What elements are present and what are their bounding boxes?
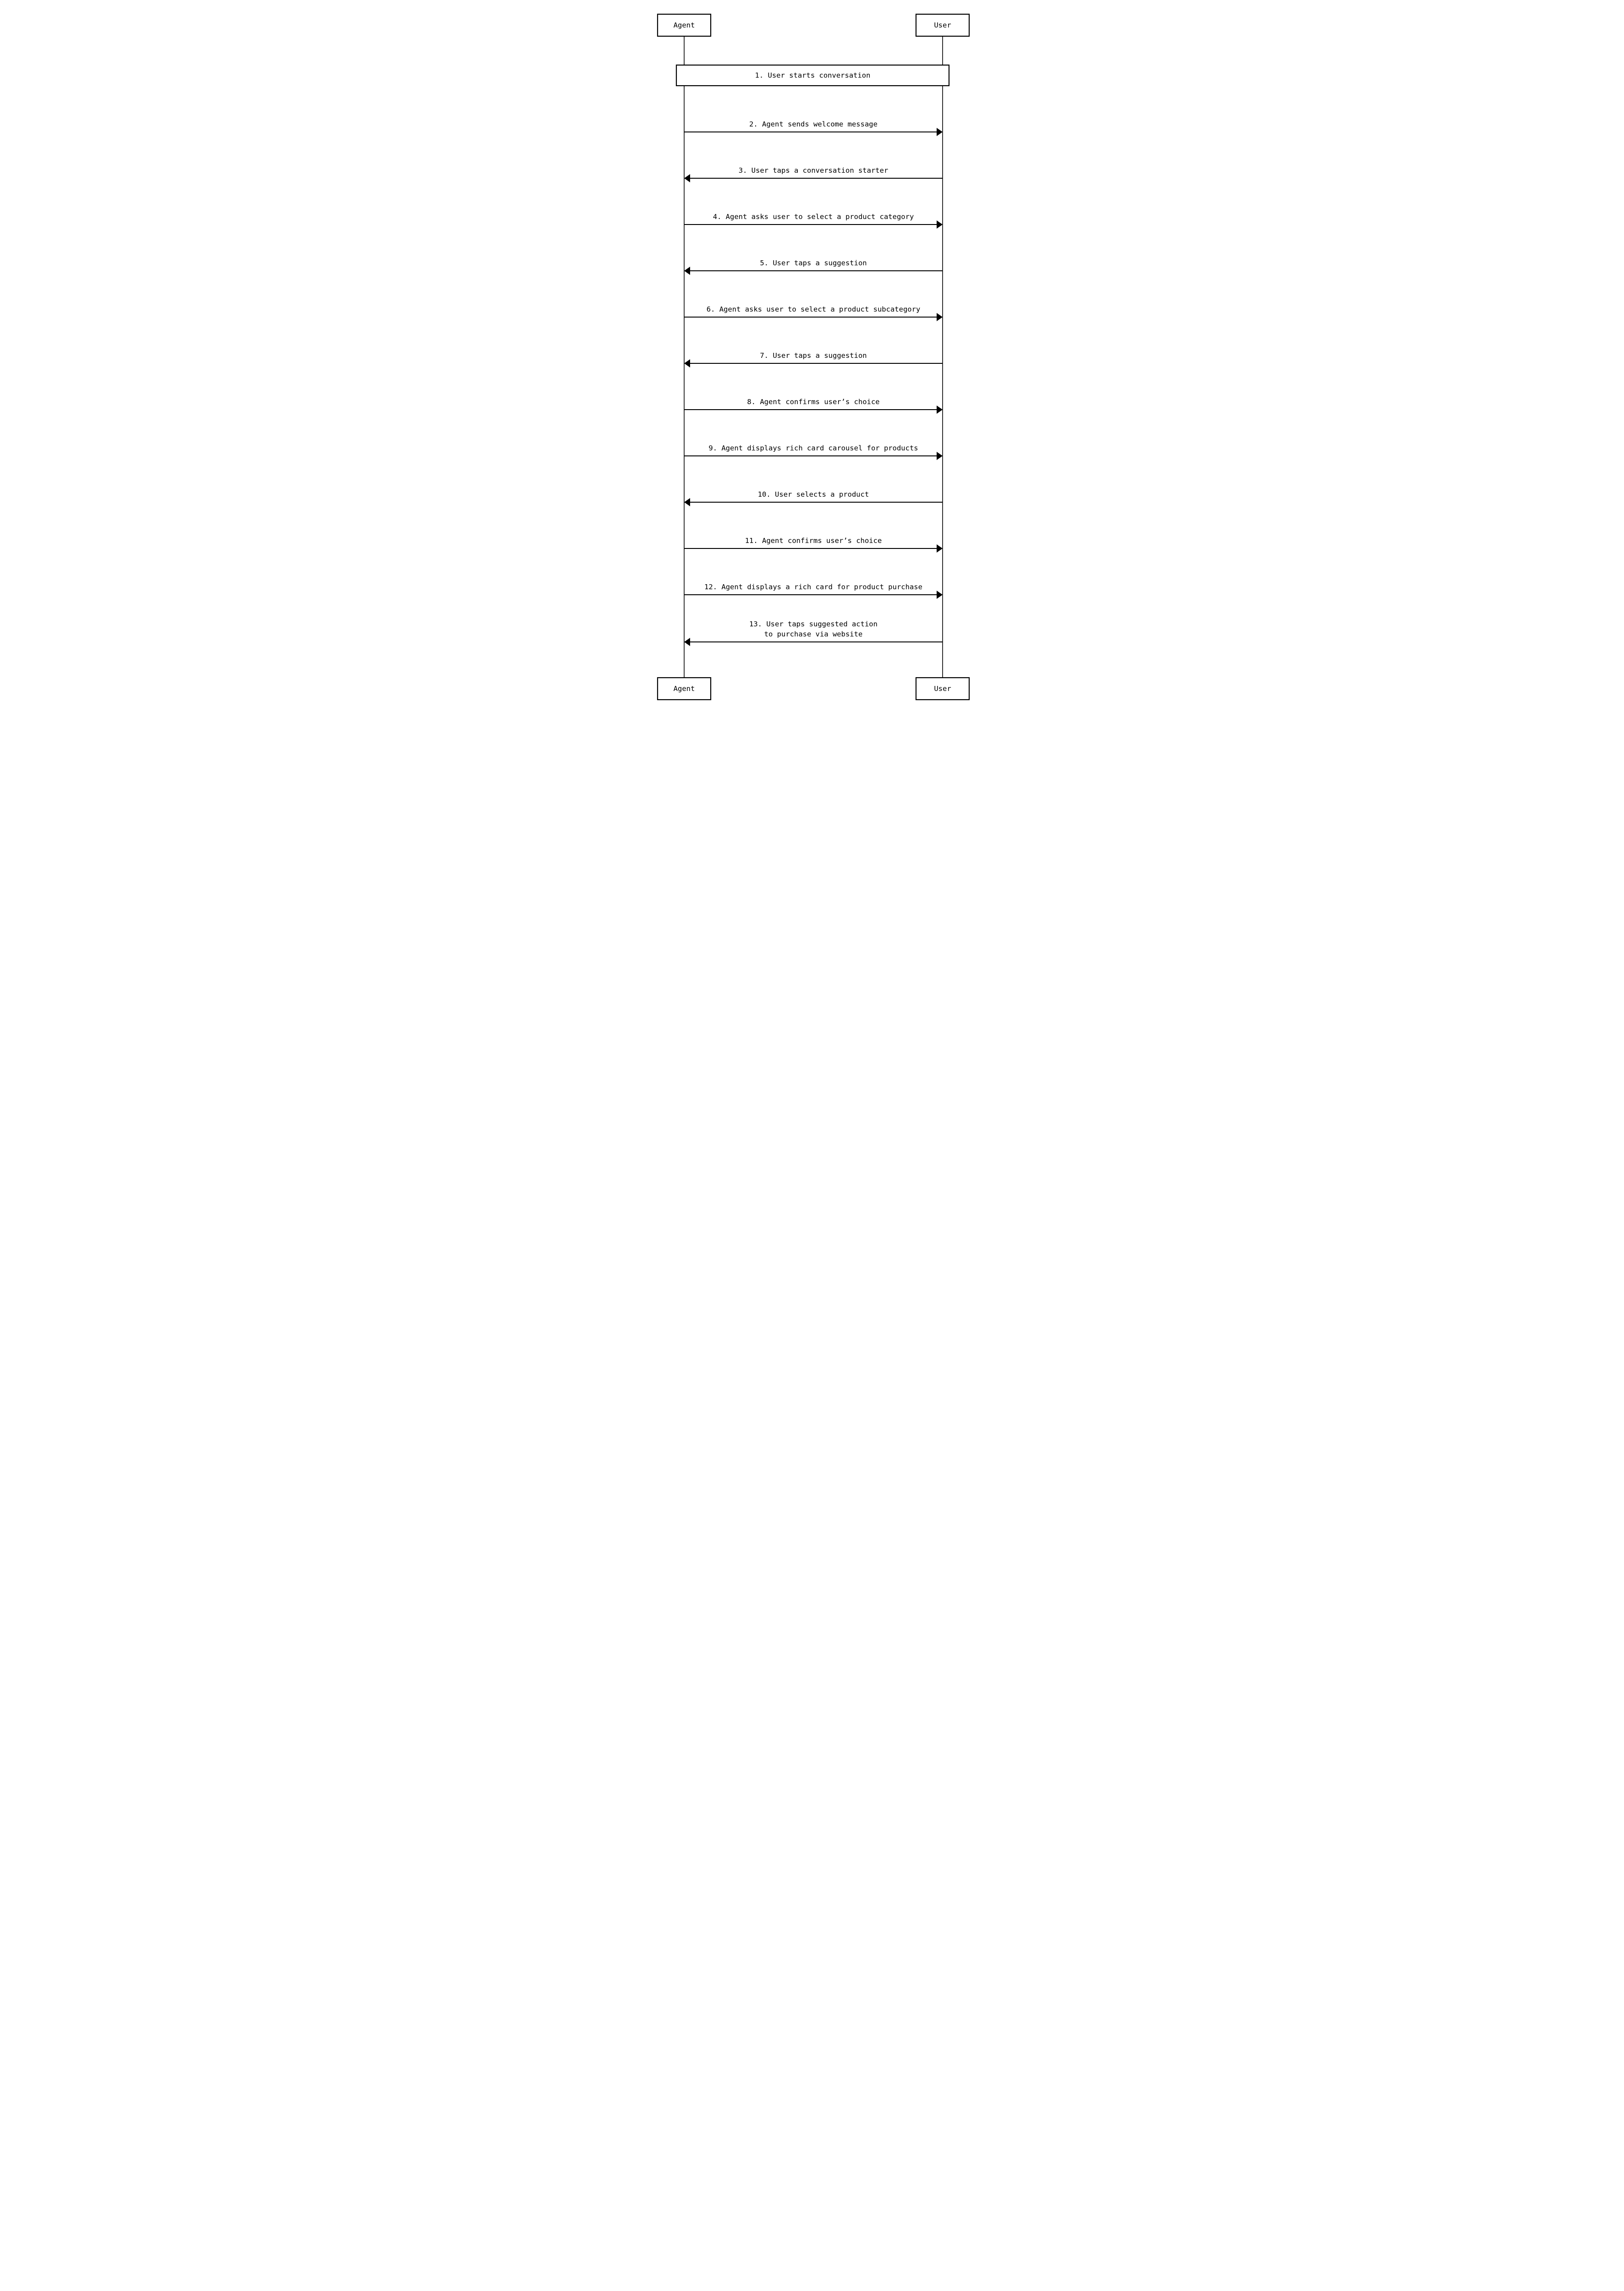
message-label-9: 9. Agent displays rich card carousel for… (708, 444, 918, 452)
participant-label-agent: Agent (674, 685, 695, 693)
message-label-3: 3. User taps a conversation starter (739, 166, 889, 175)
message-label-6: 6. Agent asks user to select a product s… (707, 305, 921, 313)
message-3: 3. User taps a conversation starter (684, 166, 943, 182)
message-6: 6. Agent asks user to select a product s… (684, 305, 943, 321)
message-label-11: 11. Agent confirms user’s choice (745, 537, 882, 545)
message-label-12: 12. Agent displays a rich card for produ… (704, 583, 922, 591)
message-8: 8. Agent confirms user’s choice (684, 398, 943, 414)
message-2: 2. Agent sends welcome message (684, 120, 943, 136)
message-arrowhead-12 (937, 591, 943, 599)
lifelines-group (684, 36, 943, 678)
message-label-2: 2. Agent sends welcome message (749, 120, 878, 128)
message-arrowhead-8 (937, 406, 943, 414)
participant-label-user: User (934, 685, 951, 693)
message-7: 7. User taps a suggestion (684, 351, 943, 367)
message-arrowhead-10 (684, 498, 690, 506)
message-label-8: 8. Agent confirms user’s choice (747, 398, 879, 406)
note-group: 1. User starts conversation (675, 64, 950, 87)
participant-footer-agent[interactable]: Agent (657, 677, 712, 701)
message-label-5: 5. User taps a suggestion (760, 259, 867, 267)
message-label-7: 7. User taps a suggestion (760, 351, 867, 360)
message-arrowhead-11 (937, 544, 943, 553)
participant-footer-user[interactable]: User (915, 677, 970, 701)
message-5: 5. User taps a suggestion (684, 259, 943, 275)
message-arrowhead-6 (937, 313, 943, 321)
message-4: 4. Agent asks user to select a product c… (684, 213, 943, 229)
participant-label-agent: Agent (674, 21, 695, 29)
participant-box-agent[interactable] (657, 677, 712, 701)
message-10: 10. User selects a product (684, 490, 943, 506)
message-11: 11. Agent confirms user’s choice (684, 537, 943, 553)
message-arrowhead-7 (684, 359, 690, 367)
participant-header-agent[interactable]: Agent (657, 13, 712, 37)
participant-header-user[interactable]: User (915, 13, 970, 37)
note-text: 1. User starts conversation (755, 71, 871, 80)
message-12: 12. Agent displays a rich card for produ… (684, 583, 943, 599)
message-9: 9. Agent displays rich card carousel for… (684, 444, 943, 460)
sequence-diagram-canvas: 1. User starts conversation 2. Agent sen… (657, 13, 970, 701)
message-arrowhead-4 (937, 220, 943, 229)
message-arrowhead-2 (937, 128, 943, 136)
message-arrowhead-13 (684, 638, 690, 646)
participant-box-user[interactable] (915, 677, 970, 701)
messages-group: 2. Agent sends welcome message 3. User ta… (684, 120, 943, 646)
message-arrowhead-5 (684, 267, 690, 275)
participant-box-user[interactable] (915, 13, 970, 37)
participant-box-agent[interactable] (657, 13, 712, 37)
message-label-4: 4. Agent asks user to select a product c… (713, 213, 914, 221)
message-label-10: 10. User selects a product (758, 490, 869, 499)
sequence-diagram: 1. User starts conversation 2. Agent sen… (642, 0, 982, 704)
note-rect (675, 64, 950, 87)
message-arrowhead-3 (684, 174, 690, 182)
message-arrowhead-9 (937, 452, 943, 460)
note-box: 1. User starts conversation (675, 64, 950, 87)
participant-label-user: User (934, 21, 951, 29)
